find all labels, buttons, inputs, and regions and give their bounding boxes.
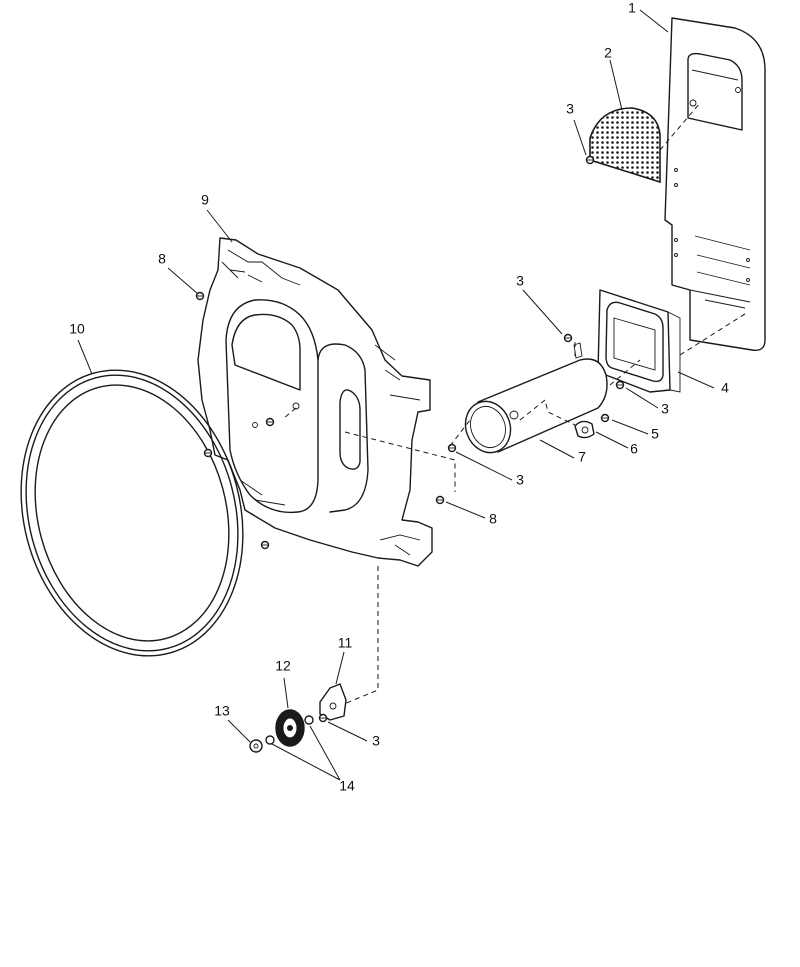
roller-bracket-part	[319, 683, 347, 721]
drum-roller-part	[275, 709, 305, 747]
callout-11: 11	[338, 635, 353, 651]
callout-3a: 3	[566, 101, 574, 117]
vent-seal-part	[597, 289, 681, 393]
callout-8a: 8	[158, 251, 166, 267]
callout-9: 9	[201, 192, 209, 208]
callout-12: 12	[275, 658, 291, 674]
callout-3d: 3	[516, 472, 524, 488]
assembly-guide-lines	[283, 102, 749, 705]
callout-13: 13	[214, 703, 230, 719]
callout-3b: 3	[516, 273, 524, 289]
callout-3c: 3	[661, 401, 669, 417]
door-seal-ring-part	[20, 369, 244, 657]
callout-14: 14	[339, 778, 355, 794]
lint-screen-part	[589, 107, 661, 184]
exhaust-duct-part	[464, 342, 608, 454]
callout-1: 1	[628, 0, 636, 16]
callout-7: 7	[578, 449, 586, 465]
thermostat-part	[574, 420, 595, 439]
screw-fasteners	[195, 155, 625, 723]
callout-8b: 8	[489, 511, 497, 527]
callout-10: 10	[69, 321, 85, 337]
callout-5: 5	[651, 426, 659, 442]
callout-leader-lines	[77, 9, 715, 781]
callout-2: 2	[604, 45, 612, 61]
callout-3e: 3	[372, 733, 380, 749]
callout-4: 4	[721, 380, 729, 396]
callout-6: 6	[630, 441, 638, 457]
rear-bulkhead-part	[197, 237, 433, 567]
callout-numbers: 1 2 3 3 3 3 3 4 5 6 7 8 8 9 10 11 12 13 …	[69, 0, 729, 794]
rear-panel-part	[664, 17, 766, 351]
roller-washers-part	[249, 715, 314, 753]
